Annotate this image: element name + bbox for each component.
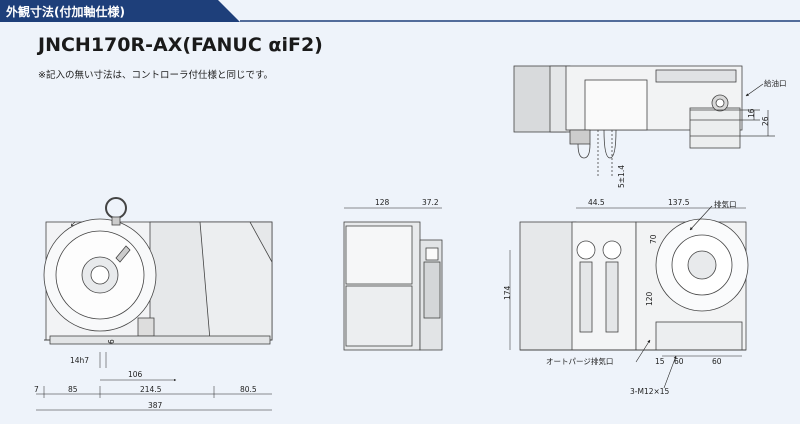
dim-174: 174 [503, 285, 512, 300]
rotation-arrow-icon: ↙ [70, 219, 76, 228]
model-title: JNCH170R-AX(FANUC αiF2) [38, 34, 323, 56]
dim-387: 387 [148, 401, 163, 410]
label-exhaust-port: 排気口 [714, 199, 737, 209]
dim-26: 26 [761, 116, 770, 126]
front-view [43, 197, 273, 345]
dim-445: 44.5 [588, 198, 605, 207]
dim-128: 128 [375, 198, 390, 207]
header-background [0, 0, 800, 22]
dim-6: 6 [107, 339, 116, 344]
dim-120: 120 [645, 291, 654, 306]
side-view [343, 221, 443, 351]
label-tap: 3-M12×15 [630, 387, 670, 396]
dim-2145: 214.5 [140, 385, 162, 394]
dim-1375: 137.5 [668, 198, 690, 207]
dim-7: 7 [34, 385, 39, 394]
dim-60-left: 60 [674, 357, 684, 366]
dim-14h7: 14h7 [70, 356, 89, 365]
dim-85: 85 [68, 385, 78, 394]
section-header: 外観寸法(付加軸仕様) [0, 0, 800, 22]
top-view [513, 65, 775, 176]
note-text: ※記入の無い寸法は、コントローラ付仕様と同じです。 [38, 70, 274, 81]
dim-60-right: 60 [712, 357, 722, 366]
right-view [519, 218, 749, 351]
label-oil-port: 給油口 [764, 78, 787, 88]
dim-372: 37.2 [422, 198, 439, 207]
dim-5: 5±1.4 [617, 165, 626, 188]
dim-106: 106 [128, 370, 143, 379]
dim-70: 70 [649, 234, 658, 244]
label-autopurge-port: オートパージ排気口 [546, 356, 613, 366]
dim-805: 80.5 [240, 385, 257, 394]
dim-16: 16 [747, 108, 756, 118]
section-title: 外観寸法(付加軸仕様) [6, 5, 125, 19]
dim-15: 15 [655, 357, 665, 366]
